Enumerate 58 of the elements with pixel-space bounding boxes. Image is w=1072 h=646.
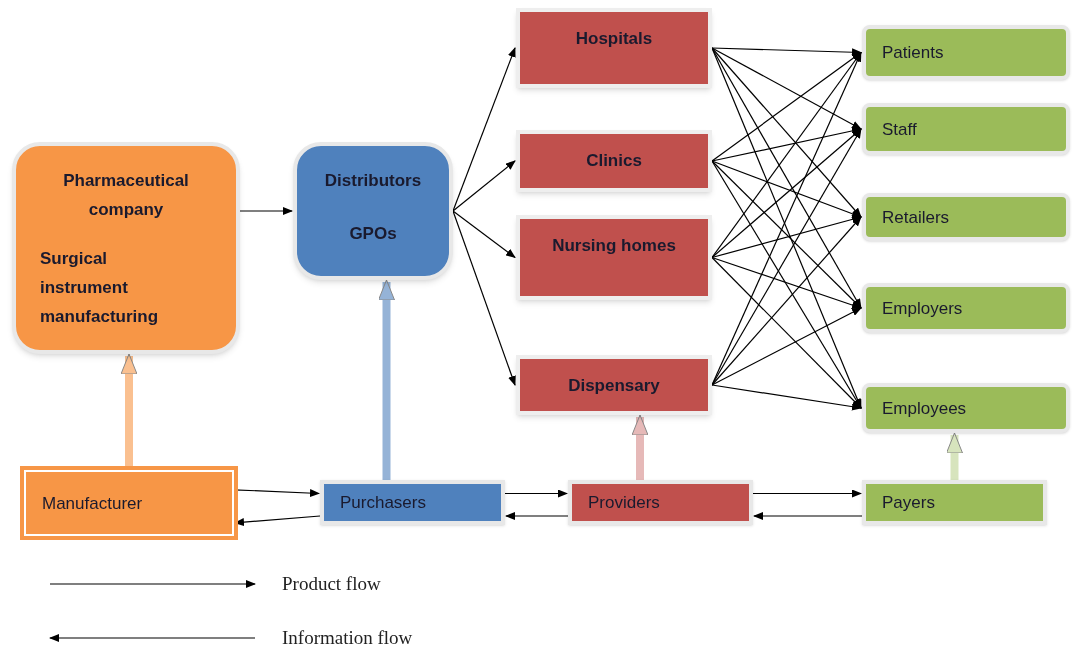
- hollow-arrow: [631, 414, 649, 480]
- arrow: [711, 256, 862, 409]
- arrow: [752, 489, 862, 498]
- arrow: [711, 128, 862, 259]
- node-label: Nursing homes: [552, 235, 676, 257]
- node-label: Providers: [588, 492, 660, 514]
- arrow: [711, 160, 862, 218]
- arrow: [452, 210, 516, 259]
- node-label: Employers: [882, 297, 963, 320]
- node-label: Purchasers: [340, 492, 426, 514]
- hollow-arrow: [378, 279, 395, 480]
- legend-label: Product flow: [282, 572, 381, 596]
- process-box: [516, 355, 712, 415]
- rounded-box: [862, 25, 1070, 80]
- arrow: [504, 489, 568, 498]
- arrow: [711, 127, 862, 162]
- arrow: [711, 47, 862, 130]
- process-box: [568, 480, 753, 525]
- arrow: [711, 47, 862, 57]
- arrow: [505, 512, 569, 520]
- arrow: [711, 256, 862, 309]
- node-label: Staff: [882, 118, 917, 141]
- node-label: Pharmaceutical company: [62, 170, 190, 221]
- node-label: Distributors: [324, 170, 422, 192]
- node-label: Manufacturer: [42, 492, 143, 515]
- rounded-box: [862, 193, 1070, 241]
- arrow: [711, 384, 862, 411]
- legend-label: Information flow: [282, 626, 413, 646]
- process-box: [862, 480, 1047, 525]
- process-box: [516, 215, 712, 300]
- arrow: [452, 160, 516, 212]
- arrow: [711, 216, 862, 386]
- node-label: Surgical instrument manufacturing: [40, 248, 160, 328]
- rounded-box: [862, 103, 1070, 155]
- arrow: [711, 307, 862, 386]
- arrow: [711, 47, 862, 218]
- node-label: Dispensary: [568, 375, 660, 397]
- rounded-box: [862, 383, 1070, 433]
- process-box: [320, 480, 505, 525]
- node-label: Employees: [882, 397, 967, 420]
- arrow: [452, 210, 516, 386]
- rounded-box: [12, 142, 240, 354]
- arrow: [711, 51, 862, 162]
- arrow: [711, 215, 862, 259]
- rounded-box: [862, 283, 1070, 333]
- process-box: [516, 8, 712, 88]
- node-label: Retailers: [882, 206, 950, 229]
- node-label: Payers: [882, 492, 935, 514]
- process-box: [516, 130, 712, 192]
- node-label: Patients: [882, 42, 944, 64]
- arrow: [239, 207, 293, 215]
- arrow: [452, 47, 516, 212]
- node-label: GPOs: [349, 223, 397, 245]
- rounded-box: [293, 142, 453, 280]
- node-label: Hospitals: [575, 28, 653, 50]
- node-label: Clinics: [586, 150, 642, 172]
- hollow-arrow: [946, 432, 963, 480]
- arrow: [753, 512, 863, 520]
